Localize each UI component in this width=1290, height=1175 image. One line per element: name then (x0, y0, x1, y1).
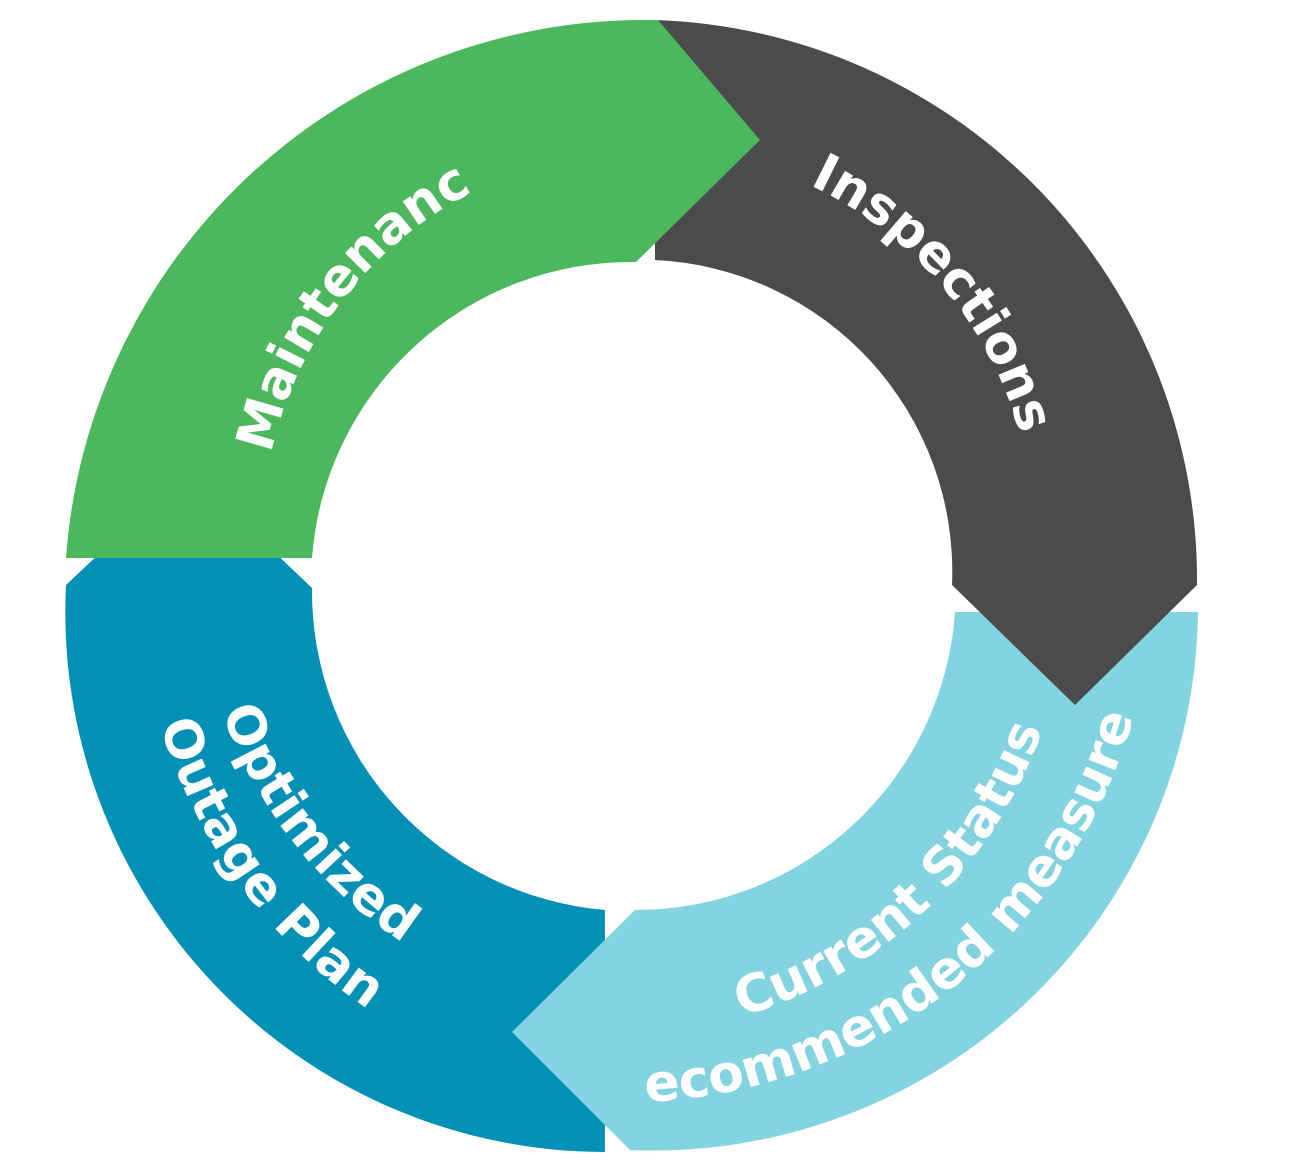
segment-maintenance (66, 20, 760, 558)
segment-inspections (655, 20, 1198, 705)
segment-outage-plan (65, 470, 606, 1152)
segment-current-status (512, 612, 1198, 1151)
